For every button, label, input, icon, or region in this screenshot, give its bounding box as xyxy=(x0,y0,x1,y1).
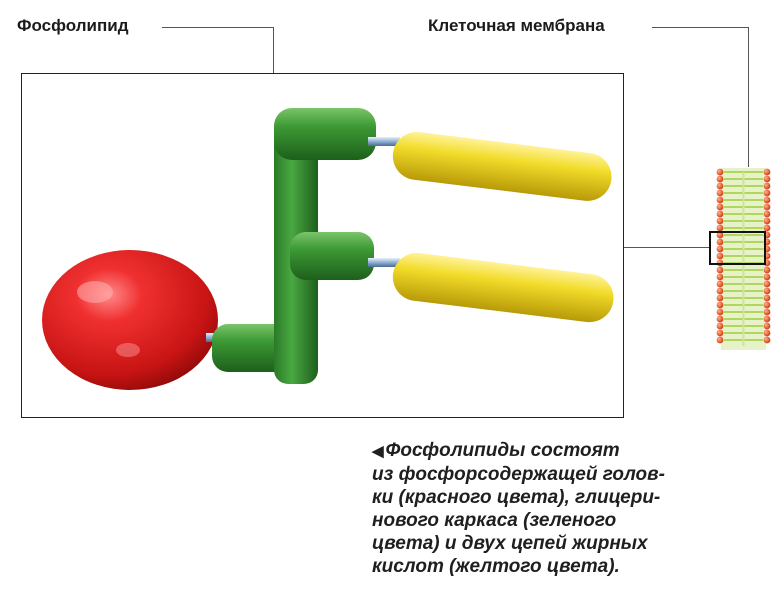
zoom-leader-line xyxy=(624,247,710,248)
glycerol-backbone-bottom xyxy=(212,324,292,372)
membrane-head-bead xyxy=(716,266,724,274)
membrane-leader-horizontal xyxy=(652,27,749,28)
membrane-head-bead xyxy=(716,182,724,190)
cell-membrane-label: Клеточная мембрана xyxy=(428,16,605,35)
membrane-head-bead xyxy=(763,210,771,218)
membrane-head-bead xyxy=(763,301,771,309)
membrane-head-bead xyxy=(763,189,771,197)
membrane-head-bead xyxy=(716,301,724,309)
membrane-head-bead xyxy=(763,294,771,302)
caption-line: цвета) и двух цепей жирных xyxy=(372,533,648,554)
membrane-head-bead xyxy=(716,210,724,218)
membrane-head-bead xyxy=(763,224,771,232)
caption-line: ки (красного цвета), глицери- xyxy=(372,487,661,508)
membrane-head-bead xyxy=(716,315,724,323)
pointer-triangle-icon: ◀ xyxy=(372,443,384,460)
membrane-head-bead xyxy=(716,329,724,337)
membrane-head-bead xyxy=(716,336,724,344)
caption-line: кислот (желтого цвета). xyxy=(372,556,620,577)
membrane-head-bead xyxy=(763,273,771,281)
membrane-head-bead xyxy=(763,175,771,183)
membrane-head-bead xyxy=(716,196,724,204)
membrane-head-bead xyxy=(716,245,724,253)
phospholipid-label: Фосфолипид xyxy=(17,16,129,35)
membrane-head-bead xyxy=(763,322,771,330)
fatty-acid-tail-lower xyxy=(392,252,614,323)
caption-line: ◀Фосфолипиды состоят xyxy=(372,440,620,461)
glycerol-backbone-top xyxy=(274,108,376,160)
membrane-head-bead xyxy=(763,203,771,211)
connector-rod xyxy=(368,258,400,267)
glycerol-backbone-middle xyxy=(290,232,374,280)
membrane-head-bead xyxy=(763,329,771,337)
membrane-head-bead xyxy=(716,175,724,183)
membrane-head-bead xyxy=(716,189,724,197)
membrane-head-bead xyxy=(716,252,724,260)
membrane-head-bead xyxy=(716,280,724,288)
phospholipid-leader-vertical xyxy=(273,27,274,74)
membrane-head-bead xyxy=(716,224,724,232)
membrane-head-bead xyxy=(763,287,771,295)
membrane-head-bead xyxy=(716,231,724,239)
caption: ◀Фосфолипиды состоят из фосфорсодержащей… xyxy=(372,439,772,578)
membrane-head-bead xyxy=(716,273,724,281)
phospholipid-leader-horizontal xyxy=(162,27,274,28)
membrane-head-bead xyxy=(763,266,771,274)
fatty-acid-tail-upper xyxy=(392,131,612,201)
membrane-head-bead xyxy=(716,203,724,211)
membrane-head-bead xyxy=(763,182,771,190)
membrane-leader-vertical xyxy=(748,27,749,167)
phosphate-head xyxy=(42,250,218,390)
cell-membrane-schematic xyxy=(709,168,771,350)
membrane-head-bead xyxy=(763,308,771,316)
phosphate-head-highlight xyxy=(77,281,113,303)
membrane-head-bead xyxy=(763,196,771,204)
membrane-head-bead xyxy=(763,217,771,225)
caption-line: нового каркаса (зеленого xyxy=(372,510,617,531)
membrane-head-bead xyxy=(716,287,724,295)
membrane-head-bead xyxy=(716,238,724,246)
membrane-head-bead xyxy=(763,315,771,323)
membrane-head-bead xyxy=(763,168,771,176)
membrane-head-bead xyxy=(763,280,771,288)
connector-rod xyxy=(368,137,400,146)
zoom-highlight-box xyxy=(709,231,766,265)
membrane-head-bead xyxy=(716,308,724,316)
membrane-head-bead xyxy=(716,294,724,302)
phosphate-head-highlight xyxy=(116,343,140,357)
membrane-head-bead xyxy=(763,336,771,344)
caption-line: из фосфорсодержащей голов- xyxy=(372,464,665,485)
membrane-head-bead xyxy=(716,322,724,330)
membrane-head-bead xyxy=(716,168,724,176)
membrane-head-bead xyxy=(716,217,724,225)
